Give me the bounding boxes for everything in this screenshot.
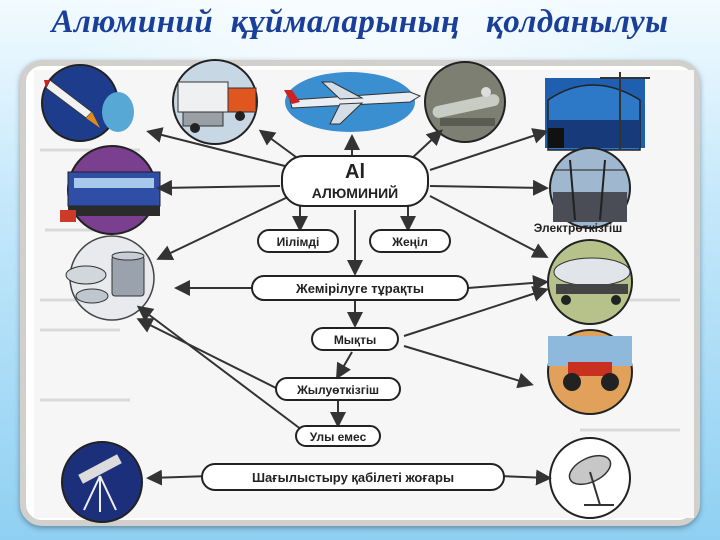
center-box: Al АЛЮМИНИЙ	[281, 155, 429, 207]
atv-icon	[547, 329, 633, 415]
property-conductivity: Электрөткізгіш	[534, 221, 622, 235]
pipeline-icon	[424, 61, 506, 143]
svg-text:Жылуөткізгіш: Жылуөткізгіш	[296, 383, 379, 397]
center-symbol: Al	[345, 161, 365, 183]
property-heat: Жылуөткізгіш	[275, 377, 401, 401]
property-light: Жеңіл	[369, 229, 451, 253]
property-reflective: Шағылыстыру қабілеті жоғары	[201, 463, 505, 491]
power-line-icon	[549, 147, 631, 229]
svg-text:Мықты: Мықты	[334, 333, 376, 347]
building-icon	[545, 72, 650, 151]
svg-text:Жеңіл: Жеңіл	[391, 235, 428, 249]
train-icon	[60, 145, 161, 235]
airplane-icon	[284, 72, 422, 132]
svg-text:Жемірілуге тұрақты: Жемірілуге тұрақты	[295, 281, 424, 296]
rocket-icon	[41, 64, 134, 142]
svg-text:Электрөткізгіш: Электрөткізгіш	[534, 221, 622, 235]
svg-text:Шағылыстыру қабілеті жоғары: Шағылыстыру қабілеті жоғары	[252, 470, 454, 485]
satellite-dish-icon	[549, 437, 631, 519]
connector-arrows	[136, 127, 552, 486]
svg-text:Улы емес: Улы емес	[310, 430, 367, 444]
tank-car-icon	[547, 239, 633, 325]
page-title: Алюминий құймаларының қолданылуы	[51, 4, 669, 40]
property-nontoxic: Улы емес	[295, 425, 381, 447]
telescope-icon	[61, 441, 143, 523]
truck-icon	[172, 59, 258, 145]
center-name: АЛЮМИНИЙ	[312, 184, 399, 201]
svg-text:Иілімді: Иілімді	[277, 235, 320, 249]
property-malleable: Иілімді	[257, 229, 339, 253]
property-strong: Мықты	[311, 327, 399, 351]
cookware-icon	[65, 235, 155, 321]
property-corrosion: Жемірілуге тұрақты	[251, 275, 469, 301]
